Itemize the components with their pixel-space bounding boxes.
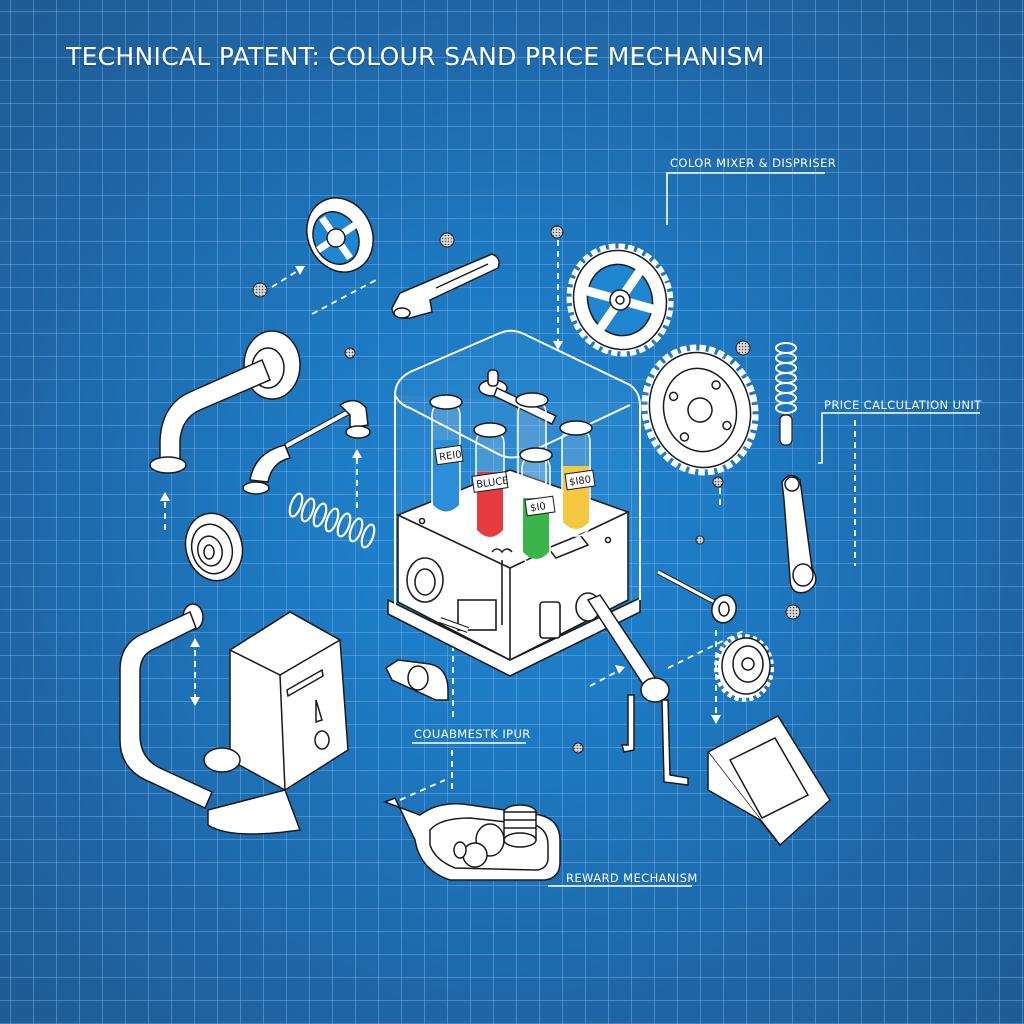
pulley-disc bbox=[184, 512, 244, 582]
spoked-wheel bbox=[306, 197, 374, 273]
coil-spring-vertical bbox=[775, 342, 797, 446]
tube-label-1: REI0 bbox=[439, 449, 463, 463]
arrowheads bbox=[160, 266, 721, 724]
latch-part bbox=[385, 659, 449, 701]
pin-shaft bbox=[656, 569, 737, 624]
hopper-chute bbox=[706, 715, 831, 847]
large-gear bbox=[566, 243, 674, 357]
tube-label-4: $I80 bbox=[569, 475, 592, 489]
elbow-pipe-long bbox=[149, 330, 301, 474]
page-title: TECHNICAL PATENT: COLOUR SAND PRICE MECH… bbox=[66, 42, 765, 71]
connecting-rod bbox=[781, 474, 817, 594]
tube-label-2: BLUCE bbox=[476, 475, 510, 490]
medium-gear bbox=[641, 344, 759, 476]
u-pipe bbox=[119, 603, 213, 810]
tube-label-3: $I0 bbox=[530, 501, 547, 514]
coin-box bbox=[203, 611, 349, 835]
small-gear-wheel bbox=[714, 634, 774, 702]
callout-lines bbox=[412, 172, 980, 887]
assembly-lines bbox=[164, 240, 856, 801]
crank-lever bbox=[586, 594, 689, 786]
small-nuts bbox=[252, 225, 801, 754]
callout-price-unit: PRICE CALCULATION UNIT bbox=[824, 398, 982, 412]
tube-labels: REI0 BLUCE $I0 $I80 bbox=[434, 444, 596, 517]
callout-input: COUABMESTK IPUR bbox=[414, 727, 531, 741]
coil-spring-horizontal bbox=[288, 492, 376, 549]
reward-tray bbox=[382, 797, 561, 881]
callout-color-mixer: COLOR MIXER & DISPRISER bbox=[670, 156, 837, 170]
elbow-pipe-short bbox=[242, 399, 371, 495]
callout-reward: REWARD MECHANISM bbox=[566, 871, 698, 885]
wrench-arm bbox=[391, 253, 500, 320]
